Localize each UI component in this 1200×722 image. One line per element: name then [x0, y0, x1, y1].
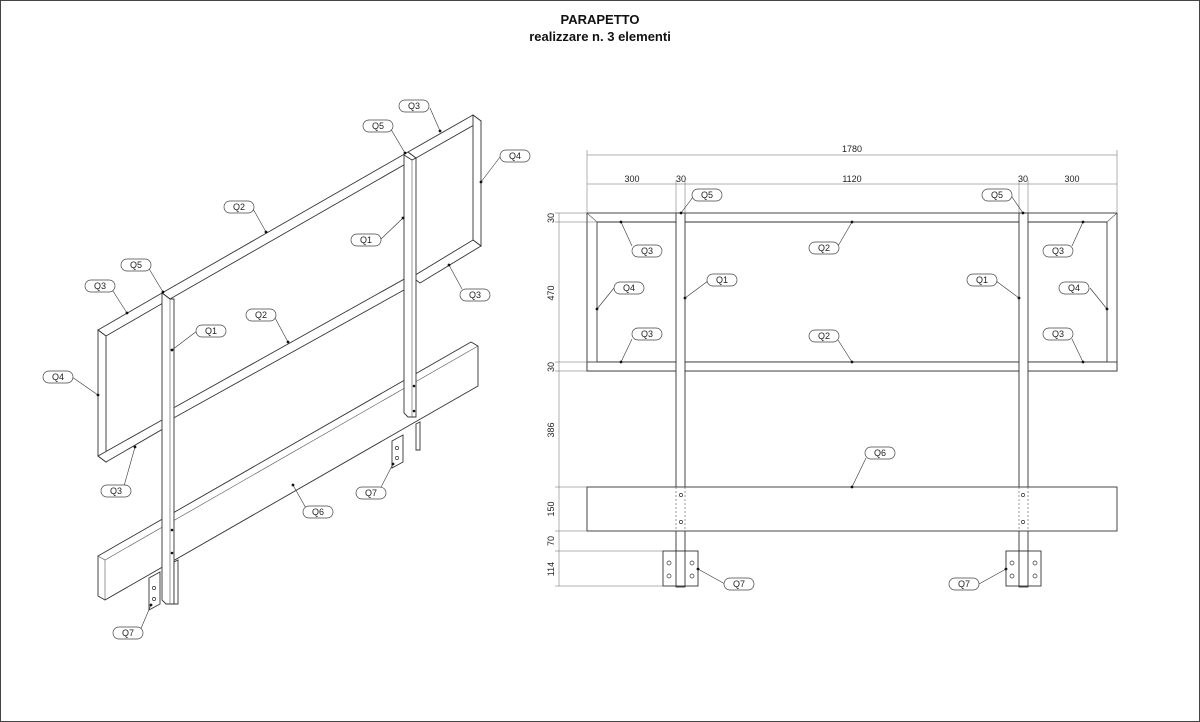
callout-q3-right-lower-label: Q3 [469, 290, 481, 300]
callout-q6: Q6 [291, 483, 334, 519]
f-callout-q7-right-label: Q7 [958, 579, 970, 589]
f-callout-q3-tr-label: Q3 [1052, 246, 1064, 256]
dim-base-plate: 114 [546, 562, 556, 576]
front-dimensions: 1780 300 30 1120 30 300 30 470 30 386 15… [546, 144, 1118, 587]
f-callout-q6-label: Q6 [874, 448, 886, 458]
isometric-view [97, 114, 482, 611]
drawing-title: PARAPETTO [560, 12, 640, 27]
callout-q4-right: Q4 [479, 149, 531, 184]
iso-left-vertical [97, 329, 107, 463]
callout-q7-left: Q7 [112, 603, 153, 640]
f-callout-q3-br-label: Q3 [1052, 329, 1064, 339]
iso-right-post [403, 154, 417, 418]
iso-right-plate [391, 434, 404, 469]
dim-post-right: 30 [1018, 174, 1028, 184]
f-callout-q3-bl: Q3 [619, 327, 663, 364]
dim-overhang-left: 300 [624, 174, 639, 184]
dim-bottom-rail: 30 [546, 362, 556, 372]
f-callout-q5-right-label: Q5 [991, 190, 1003, 200]
iso-bottom-ext-left [97, 419, 169, 463]
f-callout-q5-left-label: Q5 [701, 190, 713, 200]
iso-left-post [161, 292, 175, 605]
callout-q5-left-label: Q5 [130, 260, 142, 270]
callout-q3-left-top-label: Q3 [94, 281, 106, 291]
iso-toe-board [97, 341, 479, 601]
f-callout-q4-left-label: Q4 [623, 283, 635, 293]
f-callout-q6: Q6 [850, 446, 896, 489]
f-callout-q4-right: Q4 [1058, 281, 1109, 311]
f-callout-q3-tl: Q3 [619, 220, 663, 258]
dim-post-left: 30 [676, 174, 686, 184]
front-outer-frame [586, 212, 1118, 372]
callout-q7-right: Q7 [355, 462, 395, 500]
callout-q5-top: Q5 [362, 119, 407, 155]
f-callout-q1-left: Q1 [683, 273, 738, 300]
callout-q6-label: Q6 [312, 507, 324, 517]
callout-q2-top: Q2 [223, 200, 268, 234]
front-toe-board [586, 486, 1118, 532]
f-callout-q2-top-label: Q2 [818, 243, 830, 253]
callout-q2-mid-label: Q2 [255, 310, 267, 320]
iso-right-vertical [472, 114, 482, 247]
callout-q3-left-top: Q3 [84, 279, 129, 315]
f-callout-q3-tr: Q3 [1042, 220, 1085, 258]
f-callout-q4-left: Q4 [595, 281, 645, 311]
f-callout-q7-left-label: Q7 [733, 579, 745, 589]
dim-frame-gap: 470 [546, 285, 556, 300]
f-callout-q3-br: Q3 [1042, 327, 1085, 364]
callout-q2-mid: Q2 [245, 308, 290, 344]
callout-q3-right-lower: Q3 [447, 263, 491, 302]
f-callout-q3-bl-label: Q3 [641, 329, 653, 339]
callout-q4-left: Q4 [42, 370, 100, 397]
dim-toe-board: 150 [546, 501, 556, 516]
f-callout-q2-top: Q2 [808, 220, 854, 255]
iso-left-plate [148, 571, 161, 611]
f-callout-q3-tl-label: Q3 [641, 246, 653, 256]
dim-board-to-plate: 70 [546, 536, 556, 546]
f-callout-q1-right-label: Q1 [976, 275, 988, 285]
dim-gap-to-board: 386 [546, 422, 556, 437]
callout-q5-top-label: Q5 [372, 121, 384, 131]
iso-top-ext-left [97, 292, 171, 337]
callout-q1-right: Q1 [350, 216, 405, 247]
front-view [586, 212, 1118, 588]
callout-q3-top-label: Q3 [408, 101, 420, 111]
front-callouts: Q5 Q5 Q3 Q2 Q3 Q1 Q1 [595, 188, 1109, 591]
f-callout-q5-right: Q5 [981, 188, 1025, 215]
iso-bottom-ext-right [411, 239, 482, 284]
callout-q1-right-label: Q1 [360, 235, 372, 245]
callout-q3-top: Q3 [398, 99, 442, 133]
iso-top-ext-right [407, 114, 482, 159]
callout-q4-right-label: Q4 [509, 151, 521, 161]
f-callout-q1-right: Q1 [966, 273, 1021, 300]
callout-q7-right-label: Q7 [365, 488, 377, 498]
dim-overhang-right: 300 [1064, 174, 1079, 184]
dim-span: 1120 [842, 174, 861, 184]
iso-top-rail [161, 151, 417, 300]
callout-q3-left-bottom-label: Q3 [110, 486, 122, 496]
f-callout-q7-left: Q7 [696, 567, 755, 591]
callout-q1-left-label: Q1 [205, 326, 217, 336]
callout-q1-left: Q1 [170, 324, 227, 352]
callout-q4-left-label: Q4 [52, 372, 64, 382]
f-callout-q2-bottom-label: Q2 [818, 331, 830, 341]
callout-q3-left-bottom: Q3 [100, 445, 137, 498]
callout-q2-top-label: Q2 [233, 202, 245, 212]
callout-q7-left-label: Q7 [122, 628, 134, 638]
f-callout-q2-bottom: Q2 [808, 329, 854, 364]
callout-q5-left: Q5 [120, 258, 165, 294]
drawing-subtitle: realizzare n. 3 elementi [529, 29, 671, 44]
dim-top-rail: 30 [546, 213, 556, 223]
f-callout-q5-left: Q5 [679, 188, 723, 215]
f-callout-q1-left-label: Q1 [716, 275, 728, 285]
f-callout-q4-right-label: Q4 [1068, 283, 1080, 293]
iso-callouts: Q3 Q5 Q4 Q2 Q1 Q3 Q5 [42, 99, 531, 640]
dim-overall-width: 1780 [842, 144, 862, 154]
f-callout-q7-right: Q7 [948, 567, 1008, 591]
